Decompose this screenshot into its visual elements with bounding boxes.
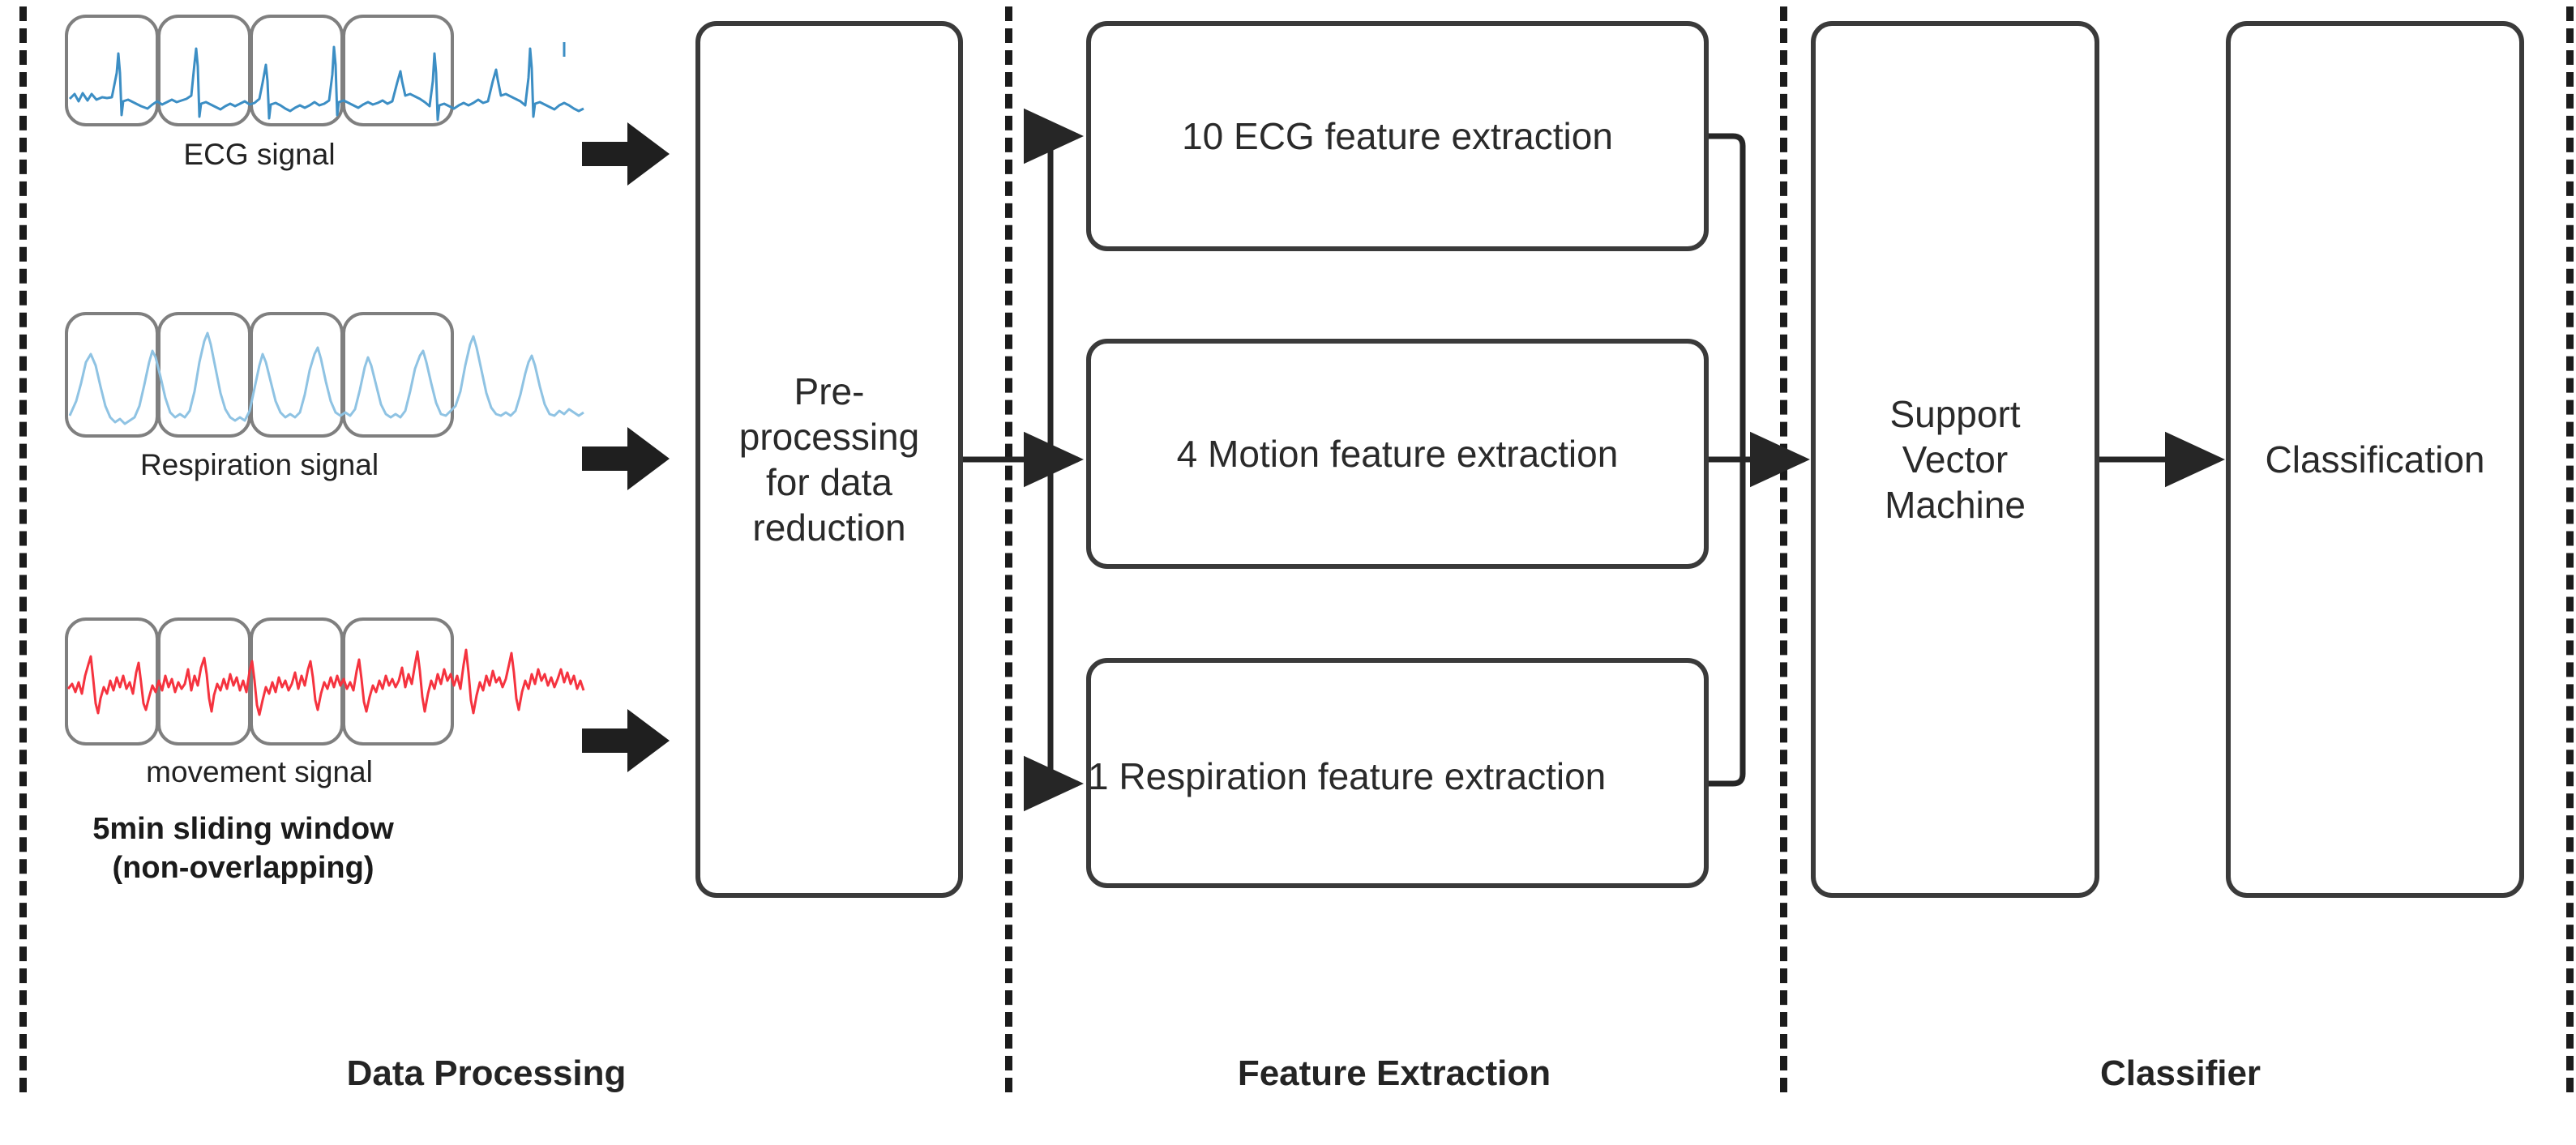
respiration-to-preprocessing-arrow <box>582 427 670 490</box>
section-title-data-processing: Data Processing <box>346 1053 627 1093</box>
motion-feature-extraction-box[interactable]: 4 Motion feature extraction <box>1086 339 1709 569</box>
ecg-to-preprocessing-arrow <box>582 122 670 186</box>
classification-box[interactable]: Classification <box>2226 21 2524 898</box>
section-divider-1 <box>1005 6 1012 1092</box>
support-vector-machine-box[interactable]: Support Vector Machine <box>1811 21 2099 898</box>
sliding-window-note-line1: 5min sliding window <box>92 812 394 846</box>
section-title-feature-extraction: Feature Extraction <box>1237 1053 1551 1093</box>
classification-label: Classification <box>2265 438 2485 481</box>
respiration-window-3 <box>250 312 344 438</box>
movement-window-4 <box>342 617 454 746</box>
ecg-feature-extraction-box[interactable]: 10 ECG feature extraction <box>1086 21 1709 251</box>
motion-feature-extraction-label: 4 Motion feature extraction <box>1176 432 1619 475</box>
movement-window-2 <box>157 617 251 746</box>
sliding-window-note-line2: (non-overlapping) <box>112 850 374 885</box>
ecg-feature-extraction-label: 10 ECG feature extraction <box>1182 114 1613 157</box>
respiration-window-1 <box>65 312 159 438</box>
preprocessing-label: Pre- processing for data reduction <box>738 370 920 549</box>
features-to-classifier-connector <box>1709 133 1810 787</box>
movement-signal-caption: movement signal <box>146 755 373 788</box>
sliding-window-note: 5min sliding window (non-overlapping) <box>32 810 454 887</box>
ecg-window-4 <box>342 15 454 126</box>
section-title-classifier: Classifier <box>2099 1053 2261 1093</box>
movement-to-preprocessing-arrow <box>582 709 670 772</box>
preprocessing-to-features-connector <box>963 108 1084 812</box>
ecg-window-3 <box>250 15 344 126</box>
section-divider-right <box>2566 6 2574 1092</box>
section-divider-left <box>19 6 27 1092</box>
respiration-feature-extraction-label: 1 Respiration feature extraction <box>1088 755 1607 797</box>
section-divider-2 <box>1780 6 1787 1092</box>
movement-window-1 <box>65 617 159 746</box>
respiration-feature-extraction-box[interactable]: 1 Respiration feature extraction <box>1086 658 1709 888</box>
respiration-window-4 <box>342 312 454 438</box>
preprocessing-box[interactable]: Pre- processing for data reduction <box>695 21 963 898</box>
movement-window-3 <box>250 617 344 746</box>
support-vector-machine-label: Support Vector Machine <box>1885 392 2026 527</box>
ecg-window-2 <box>157 15 251 126</box>
ecg-window-1 <box>65 15 159 126</box>
respiration-signal-caption: Respiration signal <box>139 448 379 481</box>
ecg-signal-caption: ECG signal <box>183 138 336 171</box>
respiration-window-2 <box>157 312 251 438</box>
